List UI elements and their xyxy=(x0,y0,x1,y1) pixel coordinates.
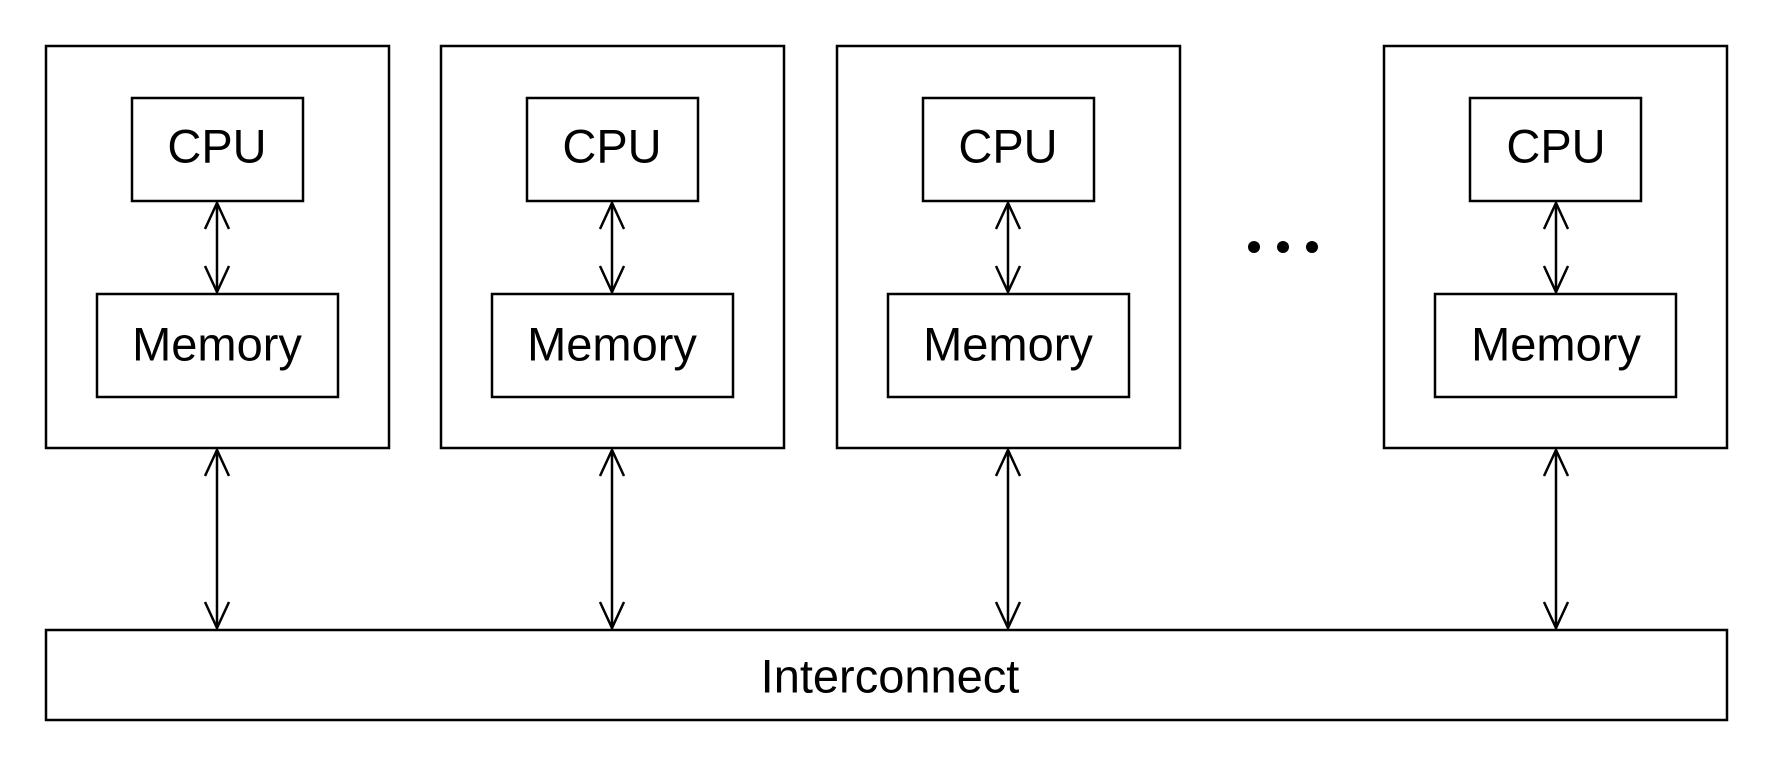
interconnect: Interconnect xyxy=(44,628,1729,722)
node-1-interconnect-arrow-icon xyxy=(203,447,231,631)
node-4-cpu-label: CPU xyxy=(1506,120,1605,173)
node-1-cpu-label: CPU xyxy=(167,120,266,173)
node-1: CPU Memory xyxy=(44,44,391,450)
node-1-memory-box xyxy=(95,292,340,399)
node-4-cpu-box xyxy=(1468,96,1643,203)
node-3-memory-box xyxy=(886,292,1131,399)
node-3: CPU Memory xyxy=(835,44,1182,450)
node-1-cpu-box xyxy=(130,96,305,203)
ellipsis xyxy=(1248,241,1318,253)
node-1-cpu-memory-arrow-icon xyxy=(203,200,231,295)
node-4-memory-label: Memory xyxy=(1471,318,1641,371)
node-4-memory-box xyxy=(1433,292,1678,399)
node-4-interconnect-arrow-icon xyxy=(1542,447,1570,631)
node-2: CPU Memory xyxy=(439,44,786,450)
node-2-cpu-label: CPU xyxy=(562,120,661,173)
node-3-cpu-box xyxy=(921,96,1096,203)
node-2-memory-box xyxy=(490,292,735,399)
node-2-cpu-memory-arrow-icon xyxy=(598,200,626,295)
ellipsis-dot-1 xyxy=(1248,241,1260,253)
node-3-interconnect-arrow-icon xyxy=(994,447,1022,631)
ellipsis-dot-3 xyxy=(1306,241,1318,253)
node-3-memory-label: Memory xyxy=(923,318,1093,371)
node-2-cpu-box xyxy=(525,96,700,203)
node-3-cpu-memory-arrow-icon xyxy=(994,200,1022,295)
node-4-cpu-memory-arrow-icon xyxy=(1542,200,1570,295)
node-4: CPU Memory xyxy=(1382,44,1729,450)
node-2-interconnect-arrow-icon xyxy=(598,447,626,631)
interconnect-label: Interconnect xyxy=(761,650,1020,703)
node-1-memory-label: Memory xyxy=(132,318,302,371)
node-2-memory-label: Memory xyxy=(527,318,697,371)
node-3-cpu-label: CPU xyxy=(958,120,1057,173)
interconnect-box xyxy=(44,628,1729,722)
ellipsis-dot-2 xyxy=(1277,241,1289,253)
